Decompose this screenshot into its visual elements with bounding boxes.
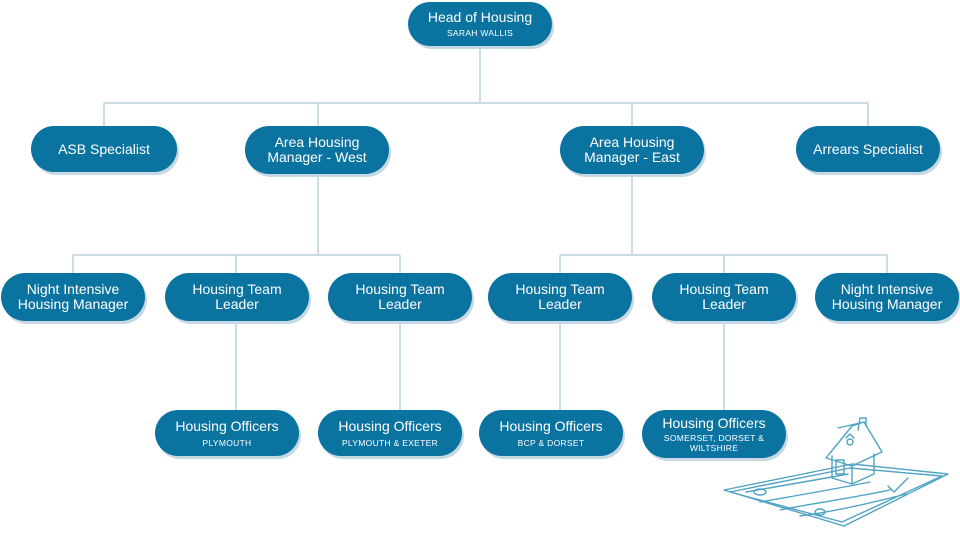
area-housing-manager-east-node: Area Housing Manager - East bbox=[560, 126, 704, 174]
node-title: Area Housing Manager - East bbox=[584, 134, 680, 165]
node-title: Housing Team Leader bbox=[355, 281, 445, 312]
node-subtitle: SARAH WALLIS bbox=[446, 28, 514, 38]
house-blueprint-sketch-icon bbox=[723, 417, 949, 527]
node-title: Housing Officers bbox=[175, 417, 279, 434]
housing-officers-bcp-dorset-node: Housing Officers BCP & DORSET bbox=[479, 410, 623, 456]
housing-team-leader-west-1-node: Housing Team Leader bbox=[165, 273, 309, 321]
node-subtitle: PLYMOUTH bbox=[202, 437, 252, 448]
node-title: Housing Team Leader bbox=[192, 281, 282, 312]
node-title: Housing Officers bbox=[338, 417, 442, 434]
asb-specialist-node: ASB Specialist bbox=[31, 126, 177, 172]
housing-team-leader-east-1-node: Housing Team Leader bbox=[488, 273, 632, 321]
node-title: Housing Team Leader bbox=[679, 281, 769, 312]
head-of-housing-node: Head of Housing SARAH WALLIS bbox=[408, 2, 552, 46]
housing-officers-somerset-dorset-wiltshire-node: Housing Officers SOMERSET, DORSET & WILT… bbox=[642, 410, 786, 458]
node-title: Housing Team Leader bbox=[515, 281, 605, 312]
housing-officers-plymouth-node: Housing Officers PLYMOUTH bbox=[155, 410, 299, 456]
node-title: Head of Housing bbox=[427, 9, 533, 25]
node-title: Housing Officers bbox=[662, 414, 766, 431]
area-housing-manager-west-node: Area Housing Manager - West bbox=[245, 126, 389, 174]
node-title: Arrears Specialist bbox=[813, 140, 923, 157]
node-subtitle: SOMERSET, DORSET & WILTSHIRE bbox=[663, 432, 765, 453]
node-title: Night Intensive Housing Manager bbox=[17, 281, 129, 312]
node-title: Housing Officers bbox=[499, 417, 603, 434]
night-intensive-housing-manager-east-node: Night Intensive Housing Manager bbox=[815, 273, 959, 321]
node-title: Area Housing Manager - West bbox=[267, 134, 367, 165]
night-intensive-housing-manager-west-node: Night Intensive Housing Manager bbox=[1, 273, 145, 321]
node-subtitle: BCP & DORSET bbox=[517, 437, 585, 448]
node-title: Night Intensive Housing Manager bbox=[831, 281, 943, 312]
node-subtitle: PLYMOUTH & EXETER bbox=[341, 437, 439, 448]
node-title: ASB Specialist bbox=[58, 140, 150, 157]
housing-team-leader-east-2-node: Housing Team Leader bbox=[652, 273, 796, 321]
housing-officers-plymouth-exeter-node: Housing Officers PLYMOUTH & EXETER bbox=[318, 410, 462, 456]
arrears-specialist-node: Arrears Specialist bbox=[796, 126, 940, 172]
housing-team-leader-west-2-node: Housing Team Leader bbox=[328, 273, 472, 321]
